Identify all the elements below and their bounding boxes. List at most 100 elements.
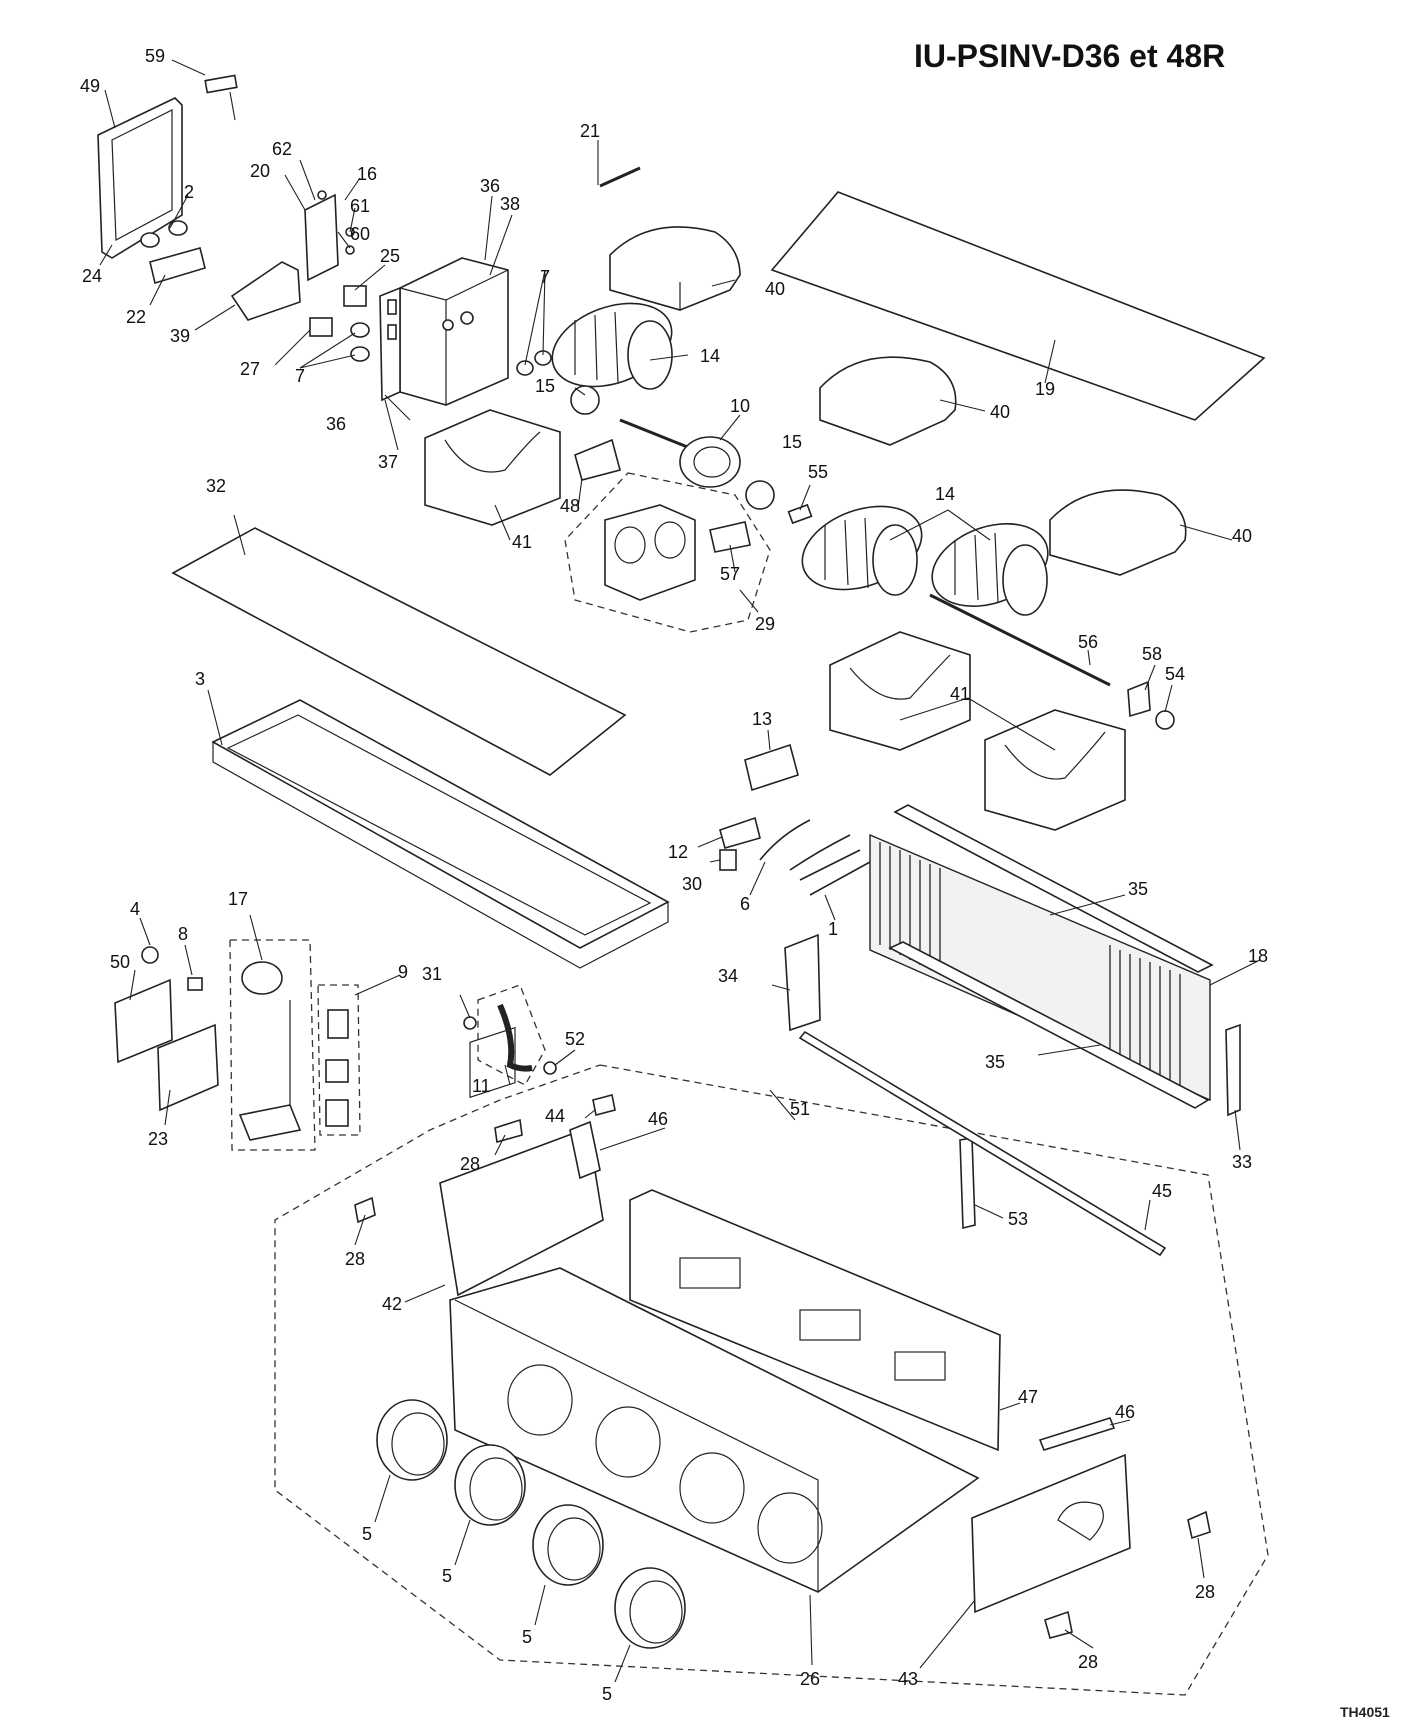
part-bracket-39 [230, 261, 301, 321]
callout-40-a: 40 [765, 279, 785, 299]
callout-32: 32 [206, 476, 226, 496]
part-strip-46-a [569, 1120, 601, 1180]
callout-40-b: 40 [990, 402, 1010, 422]
part-motor-10 [619, 418, 741, 488]
part-clip-44 [592, 1094, 616, 1116]
callout-15-b: 15 [782, 432, 802, 452]
callout-61: 61 [350, 196, 370, 216]
callout-3: 3 [195, 669, 205, 689]
group-outline-9 [317, 984, 361, 1136]
part-bracket-33 [1225, 1023, 1241, 1117]
callout-31: 31 [422, 964, 442, 984]
part-strip-53 [959, 1137, 976, 1230]
part-frame-49 [97, 97, 183, 259]
part-component-27 [309, 317, 333, 337]
part-collar-5-c [532, 1504, 604, 1586]
callout-28-c: 28 [1195, 1582, 1215, 1602]
part-bushings-2 [140, 220, 188, 248]
part-nut-31 [463, 1016, 477, 1030]
callout-58: 58 [1142, 644, 1162, 664]
callout-42: 42 [382, 1294, 402, 1314]
callout-7-left: 7 [295, 366, 305, 386]
callout-28-b: 28 [345, 1249, 365, 1269]
part-fan-mount-41-a [424, 409, 561, 526]
part-clamp-52 [543, 1061, 557, 1075]
callout-46-b: 46 [1115, 1402, 1135, 1422]
part-clip-48 [574, 438, 621, 481]
part-hub-15-b [745, 480, 775, 510]
callout-7-right: 7 [540, 267, 550, 287]
part-fan-housing-40-b [819, 356, 957, 446]
part-strip-46-b [1038, 1417, 1116, 1451]
callout-5-b: 5 [442, 1566, 452, 1586]
part-hose-11 [497, 1003, 533, 1072]
part-washers-7-left [350, 322, 370, 362]
part-blower-wheel-14-c [931, 523, 1049, 616]
part-float-switch-9 [325, 1009, 349, 1127]
part-control-box-38 [399, 257, 509, 406]
callout-25: 25 [380, 246, 400, 266]
part-rail-35-bottom [888, 941, 1210, 1109]
callout-37: 37 [378, 452, 398, 472]
part-strip-45 [798, 1030, 1167, 1257]
part-component-25 [343, 285, 367, 307]
callout-28-d: 28 [1078, 1652, 1098, 1672]
callout-47: 47 [1018, 1387, 1038, 1407]
part-coupling-55 [787, 503, 813, 525]
callout-59: 59 [145, 46, 165, 66]
part-fan-housing-40-c [1049, 489, 1187, 576]
part-washers-7-right [516, 350, 552, 376]
callout-55: 55 [808, 462, 828, 482]
callout-52: 52 [565, 1029, 585, 1049]
part-side-panel-43 [971, 1453, 1131, 1614]
callout-17: 17 [228, 889, 248, 909]
callout-35-a: 35 [1128, 879, 1148, 899]
part-rear-panel-47 [629, 1189, 1001, 1452]
group-outline-11 [477, 984, 546, 1086]
callout-4: 4 [130, 899, 140, 919]
callout-34: 34 [718, 966, 738, 986]
callout-5-d: 5 [602, 1684, 612, 1704]
part-bearing-58 [1127, 680, 1151, 718]
callout-21: 21 [580, 121, 600, 141]
part-terminal-22 [149, 247, 206, 285]
callout-10: 10 [730, 396, 750, 416]
leader-lines [99, 59, 1261, 1683]
part-motor-mount-29 [604, 504, 696, 601]
callout-29: 29 [755, 614, 775, 634]
part-bracket-28-a [494, 1118, 523, 1144]
callout-36-bottom: 36 [326, 414, 346, 434]
group-outline-51 [274, 1064, 1269, 1696]
part-hub-15-a [570, 385, 600, 415]
callout-26: 26 [800, 1669, 820, 1689]
callout-38: 38 [500, 194, 520, 214]
part-collar-5-b [454, 1444, 526, 1526]
part-blower-wheel-14-a [551, 302, 673, 390]
part-fan-mount-41-b [829, 631, 971, 751]
part-fan-mount-41-c [984, 709, 1126, 831]
part-drain-pan-3 [211, 699, 670, 969]
callout-19: 19 [1035, 379, 1055, 399]
callout-12: 12 [668, 842, 688, 862]
part-screw-21 [599, 166, 641, 188]
callout-16: 16 [357, 164, 377, 184]
callout-56: 56 [1078, 632, 1098, 652]
callout-14-b: 14 [935, 484, 955, 504]
diagram-title: IU-PSINV-D36 et 48R [914, 38, 1226, 74]
callout-36-top: 36 [480, 176, 500, 196]
part-blower-wheel-14-b [801, 505, 923, 596]
callout-30: 30 [682, 874, 702, 894]
callout-1: 1 [828, 919, 838, 939]
part-cover-36 [379, 286, 401, 402]
callout-24: 24 [82, 266, 102, 286]
part-casing-26 [449, 1267, 980, 1593]
callout-20: 20 [250, 161, 270, 181]
callout-11: 11 [472, 1076, 491, 1096]
part-shaft-56 [929, 593, 1111, 687]
part-collar-5-a [376, 1399, 448, 1481]
callout-2: 2 [184, 182, 194, 202]
callout-50: 50 [110, 952, 130, 972]
part-fitting-30 [719, 849, 737, 871]
part-top-panel-19 [770, 191, 1266, 421]
